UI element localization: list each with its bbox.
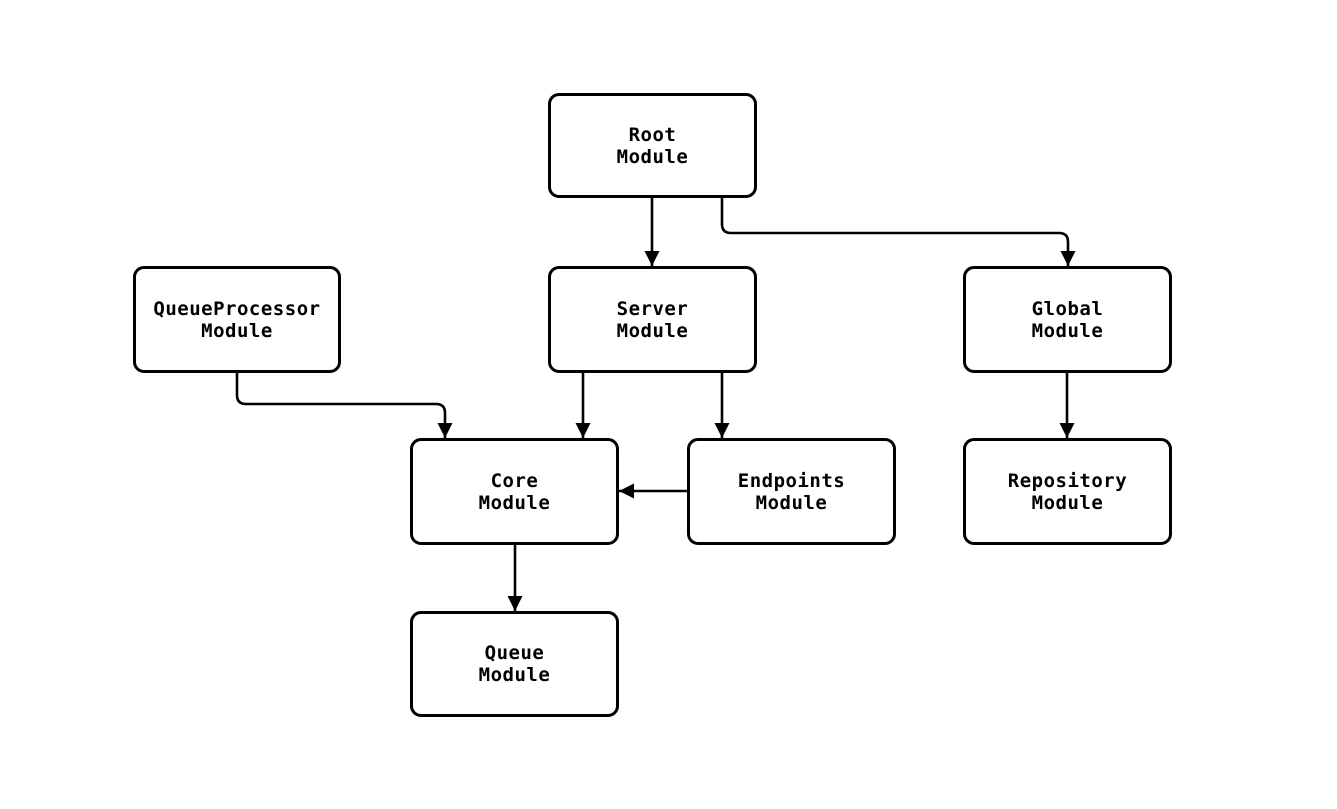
node-repository-module: Repository Module bbox=[963, 438, 1172, 545]
edge-root-to-global bbox=[720, 198, 1076, 266]
node-core-module: Core Module bbox=[410, 438, 619, 545]
node-queue-module: Queue Module bbox=[410, 611, 619, 717]
node-label: Root Module bbox=[616, 123, 689, 168]
node-label: Server Module bbox=[616, 297, 689, 342]
node-root-module: Root Module bbox=[548, 93, 757, 198]
node-queueprocessor-module: QueueProcessor Module bbox=[133, 266, 341, 373]
node-label: Global Module bbox=[1031, 297, 1104, 342]
node-label: Repository Module bbox=[1007, 469, 1128, 514]
node-label: QueueProcessor Module bbox=[153, 297, 321, 342]
node-global-module: Global Module bbox=[963, 266, 1172, 373]
node-endpoints-module: Endpoints Module bbox=[687, 438, 896, 545]
node-server-module: Server Module bbox=[548, 266, 757, 373]
node-label: Queue Module bbox=[478, 642, 551, 686]
node-label: Core Module bbox=[478, 469, 551, 514]
node-label: Endpoints Module bbox=[737, 469, 846, 514]
edge-queueprocessor-to-core bbox=[235, 373, 453, 438]
